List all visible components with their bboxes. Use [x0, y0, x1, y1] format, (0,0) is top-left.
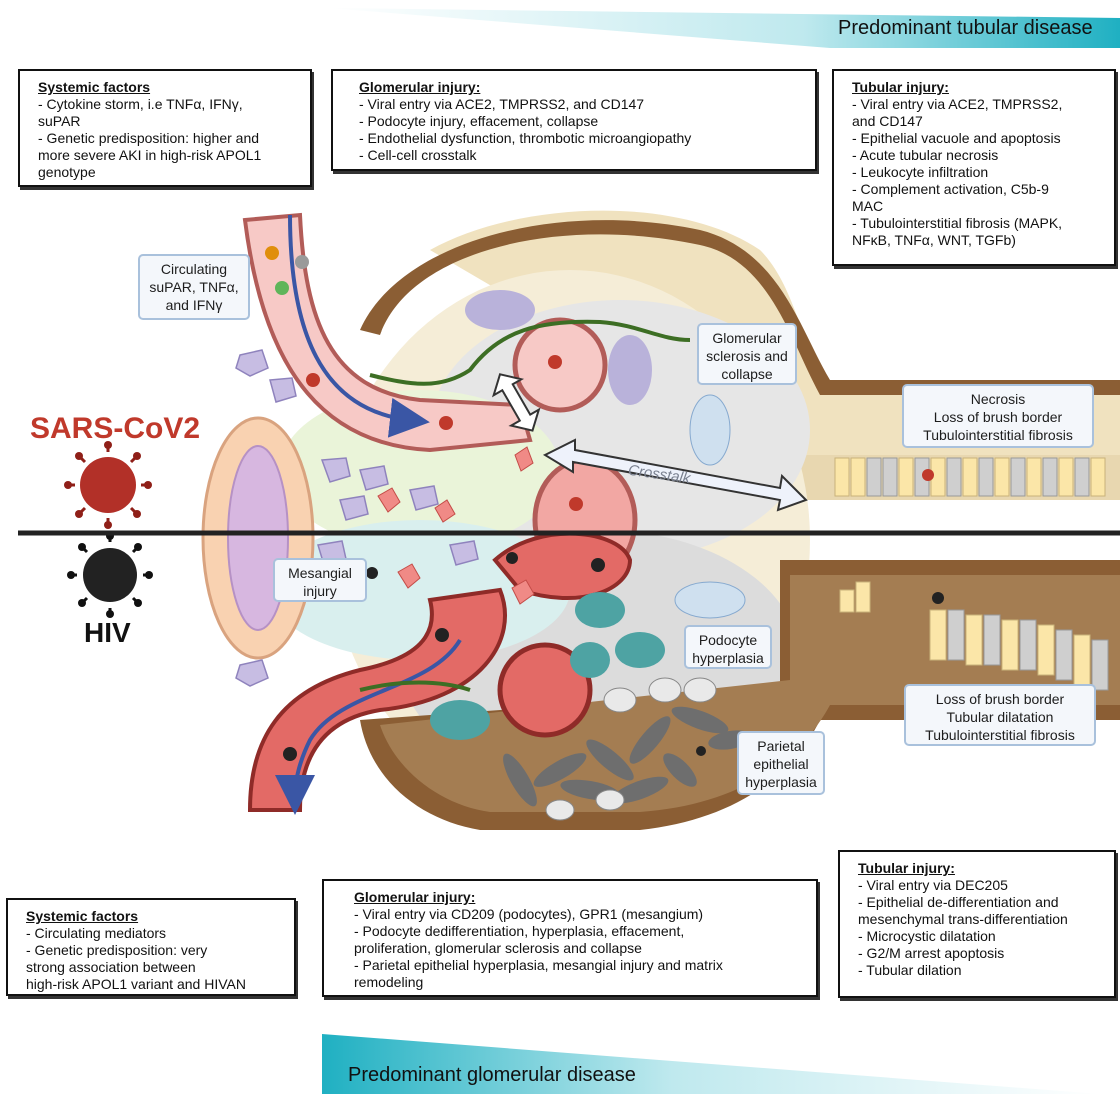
box-line: - Complement activation, C5b-9	[852, 181, 1104, 198]
grey-cytokine	[295, 255, 309, 269]
callout-line: Circulating	[146, 260, 242, 278]
podocyte-3	[690, 395, 730, 465]
callout-line: sclerosis and	[705, 347, 789, 365]
sars-cov2-label: SARS-CoV2	[30, 412, 200, 446]
teal-cell-2	[615, 632, 665, 668]
callout-line: suPAR, TNFα,	[146, 278, 242, 296]
callout-line: Tubulointerstitial fibrosis	[910, 426, 1086, 444]
box-line: and CD147	[852, 113, 1104, 130]
callout-line: Mesangial	[281, 564, 359, 582]
bottom-banner-label: Predominant glomerular disease	[348, 1064, 636, 1087]
box-line: - Microcystic dilatation	[858, 928, 1104, 945]
box-line: remodeling	[354, 974, 806, 991]
box-line: - Epithelial de-differentiation and	[858, 894, 1104, 911]
box-line: NFκB, TNFα, WNT, TGFb)	[852, 232, 1104, 249]
box-line: proliferation, glomerular sclerosis and …	[354, 940, 806, 957]
callout-line: Necrosis	[910, 390, 1086, 408]
callout-mesangial: Mesangial injury	[273, 558, 367, 602]
box-line: - Viral entry via ACE2, TMPRSS2, and CD1…	[359, 96, 805, 113]
box-line: - Endothelial dysfunction, thrombotic mi…	[359, 130, 805, 147]
callout-loss-brush-border: Loss of brush border Tubular dilatation …	[904, 684, 1096, 746]
box-title: Systemic factors	[38, 79, 300, 96]
box-line: - Cell-cell crosstalk	[359, 147, 805, 164]
teal-cell-4	[430, 700, 490, 740]
systemic-factors-bottom-box: Systemic factors - Circulating mediators…	[6, 898, 296, 996]
box-title: Glomerular injury:	[354, 889, 806, 906]
box-line: - Genetic predisposition: higher and	[38, 130, 300, 147]
box-line: - Cytokine storm, i.e TNFα, IFNγ,	[38, 96, 300, 113]
callout-line: Loss of brush border	[910, 408, 1086, 426]
callout-line: Tubulointerstitial fibrosis	[912, 726, 1088, 744]
podocyte-2	[608, 335, 652, 405]
callout-line: Glomerular	[705, 329, 789, 347]
glomerular-injury-top-box: Glomerular injury: - Viral entry via ACE…	[331, 69, 817, 171]
green-cytokine	[275, 281, 289, 295]
systemic-factors-top-box: Systemic factors - Cytokine storm, i.e T…	[18, 69, 312, 187]
box-line: mesenchymal trans-differentiation	[858, 911, 1104, 928]
callout-necrosis: Necrosis Loss of brush border Tubulointe…	[902, 384, 1094, 448]
tubular-injury-top-box: Tubular injury: - Viral entry via ACE2, …	[832, 69, 1116, 266]
teal-cell-3	[570, 642, 610, 678]
callout-line: Loss of brush border	[912, 690, 1088, 708]
hiv-label: HIV	[84, 617, 131, 649]
callout-line: hyperplasia	[745, 773, 817, 791]
box-line: - Leukocyte infiltration	[852, 164, 1104, 181]
box-line: - Podocyte injury, effacement, collapse	[359, 113, 805, 130]
box-line: - Tubulointerstitial fibrosis (MAPK,	[852, 215, 1104, 232]
glomerular-injury-bottom-box: Glomerular injury: - Viral entry via CD2…	[322, 879, 818, 997]
callout-line: hyperplasia	[692, 649, 764, 667]
box-line: - Tubular dilation	[858, 962, 1104, 979]
sars-cov2-icon	[64, 441, 152, 529]
box-line: - Viral entry via ACE2, TMPRSS2,	[852, 96, 1104, 113]
box-line: - Viral entry via CD209 (podocytes), GPR…	[354, 906, 806, 923]
callout-line: Parietal	[745, 737, 817, 755]
box-line: genotype	[38, 164, 300, 181]
tubule-cells-top	[835, 458, 1105, 496]
callout-line: collapse	[705, 365, 789, 383]
box-title: Tubular injury:	[852, 79, 1104, 96]
box-line: high-risk APOL1 variant and HIVAN	[26, 976, 284, 993]
callout-circulating: Circulating suPAR, TNFα, and IFNγ	[138, 254, 250, 320]
box-title: Glomerular injury:	[359, 79, 805, 96]
hiv-icon	[67, 532, 153, 618]
callout-line: Tubular dilatation	[912, 708, 1088, 726]
podocyte-4	[675, 582, 745, 618]
box-line: - Viral entry via DEC205	[858, 877, 1104, 894]
box-line: MAC	[852, 198, 1104, 215]
box-line: - Genetic predisposition: very	[26, 942, 284, 959]
callout-podocyte: Podocyte hyperplasia	[684, 625, 772, 669]
top-banner-label: Predominant tubular disease	[838, 17, 1093, 40]
tubular-injury-bottom-box: Tubular injury: - Viral entry via DEC205…	[838, 850, 1116, 998]
box-line: more severe AKI in high-risk APOL1	[38, 147, 300, 164]
teal-cell-1	[575, 592, 625, 628]
box-line: strong association between	[26, 959, 284, 976]
box-line: - Circulating mediators	[26, 925, 284, 942]
callout-line: epithelial	[745, 755, 817, 773]
box-title: Systemic factors	[26, 908, 284, 925]
callout-parietal: Parietal epithelial hyperplasia	[737, 731, 825, 795]
box-title: Tubular injury:	[858, 860, 1104, 877]
box-line: - G2/M arrest apoptosis	[858, 945, 1104, 962]
box-line: suPAR	[38, 113, 300, 130]
box-line: - Podocyte dedifferentiation, hyperplasi…	[354, 923, 806, 940]
orange-cytokine	[265, 246, 279, 260]
podocyte-1	[465, 290, 535, 330]
box-line: - Acute tubular necrosis	[852, 147, 1104, 164]
macula-densa-lumen	[228, 446, 288, 630]
box-line: - Parietal epithelial hyperplasia, mesan…	[354, 957, 806, 974]
callout-line: injury	[281, 582, 359, 600]
callout-glomerular-sclerosis: Glomerular sclerosis and collapse	[697, 323, 797, 385]
callout-line: and IFNγ	[146, 296, 242, 314]
callout-line: Podocyte	[692, 631, 764, 649]
box-line: - Epithelial vacuole and apoptosis	[852, 130, 1104, 147]
